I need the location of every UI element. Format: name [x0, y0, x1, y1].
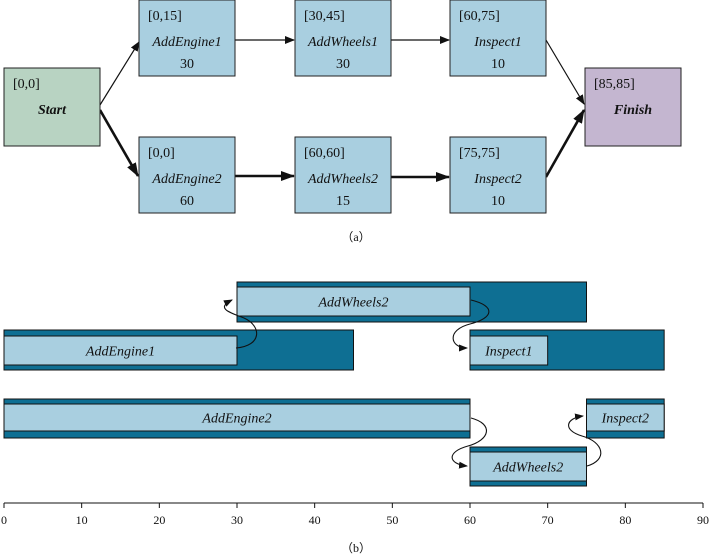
task-label: AddWheels2 — [318, 296, 389, 311]
x-tick-label: 90 — [697, 513, 709, 527]
node-addengine2: [0,0] AddEngine2 60 — [138, 136, 236, 214]
node-box — [449, 136, 547, 214]
task-bar — [469, 335, 549, 366]
node-addwheels2: [60,60] AddWheels2 15 — [294, 136, 392, 214]
node-range: [60,60] — [304, 146, 345, 161]
x-tick-label: 50 — [386, 513, 398, 527]
task-bar — [236, 286, 471, 317]
node-addwheels1: [30,45] AddWheels1 30 — [294, 0, 392, 77]
task-label: AddEngine1 — [85, 345, 155, 360]
node-range: [0,15] — [148, 9, 182, 24]
node-addengine1: [0,15] AddEngine1 30 — [138, 0, 236, 77]
node-box — [294, 0, 392, 77]
x-tick-label: 70 — [542, 513, 554, 527]
node-box — [449, 0, 547, 77]
node-range: [85,85] — [594, 77, 635, 92]
edge-start-to-addengine2 — [98, 109, 140, 177]
task-label: Inspect2 — [601, 412, 649, 427]
gantt-links — [223, 299, 602, 469]
edge-inspect2-to-finish — [544, 109, 586, 178]
node-name: AddWheels1 — [307, 35, 378, 50]
dependency-curve-engine1-to-wheels2 — [223, 299, 258, 349]
gantt-task-1: AddEngine1 — [3, 329, 354, 371]
node-duration: 30 — [180, 57, 194, 72]
gantt-task-3: AddEngine2 — [3, 398, 471, 439]
x-tick-label: 80 — [619, 513, 631, 527]
node-name: Inspect2 — [473, 172, 521, 187]
node-box — [138, 136, 236, 214]
node-duration: 10 — [491, 194, 505, 209]
node-box — [138, 0, 236, 77]
node-name: Start — [38, 103, 67, 118]
task-bar — [586, 403, 665, 432]
gantt-task-5: Inspect2 — [586, 398, 665, 439]
graph-nodes: [0,0] Start [0,15] AddEngine1 30 [30,45] AddWh… — [3, 0, 682, 214]
edge-inspect1-to-finish — [545, 39, 585, 105]
node-box — [3, 67, 101, 147]
x-tick-label: 20 — [153, 513, 165, 527]
gantt-axis: 0 10 20 30 40 50 60 70 80 90 — [1, 502, 709, 527]
node-name: AddEngine1 — [151, 35, 221, 50]
node-duration: 10 — [491, 57, 505, 72]
x-tick-label: 60 — [464, 513, 476, 527]
node-finish: [85,85] Finish — [584, 67, 682, 147]
gantt-task-4: AddWheels2 — [469, 446, 587, 487]
edge-start-to-addengine1 — [99, 41, 140, 106]
node-inspect2: [75,75] Inspect2 10 — [449, 136, 547, 214]
task-label: AddEngine2 — [201, 412, 271, 427]
task-label: AddWheels2 — [492, 461, 563, 476]
task-bar — [3, 335, 238, 366]
task-label: Inspect1 — [484, 345, 532, 360]
node-name: Finish — [613, 103, 652, 118]
task-bar — [469, 451, 587, 482]
x-tick-label: 0 — [1, 513, 7, 527]
node-box — [584, 67, 682, 147]
node-duration: 60 — [180, 194, 194, 209]
node-box — [294, 136, 392, 214]
x-tick-label: 30 — [231, 513, 243, 527]
graph-edges — [98, 36, 586, 182]
x-tick-label: 40 — [309, 513, 321, 527]
node-start: [0,0] Start — [3, 67, 101, 147]
node-range: [75,75] — [459, 146, 500, 161]
node-range: [30,45] — [304, 9, 345, 24]
task-bar — [3, 403, 471, 432]
node-inspect1: [60,75] Inspect1 10 — [449, 0, 547, 77]
node-duration: 30 — [336, 57, 350, 72]
gantt-task-2: Inspect1 — [469, 329, 665, 371]
dependency-curve-wheels2b-to-inspect2 — [568, 413, 602, 467]
node-range: [0,0] — [148, 146, 175, 161]
gantt-task-0: AddWheels2 — [236, 281, 587, 323]
caption-a: （a） — [341, 230, 370, 244]
x-tick-label: 10 — [76, 513, 88, 527]
node-range: [0,0] — [13, 77, 40, 92]
node-duration: 15 — [336, 194, 350, 209]
caption-b: （b） — [341, 541, 371, 555]
dependency-curve-engine2-to-wheels2b — [451, 417, 487, 469]
node-name: Inspect1 — [473, 35, 521, 50]
dependency-curve-wheels2-to-inspect1 — [452, 299, 490, 352]
node-name: AddWheels2 — [307, 172, 378, 187]
node-name: AddEngine2 — [151, 172, 221, 187]
node-range: [60,75] — [459, 9, 500, 24]
